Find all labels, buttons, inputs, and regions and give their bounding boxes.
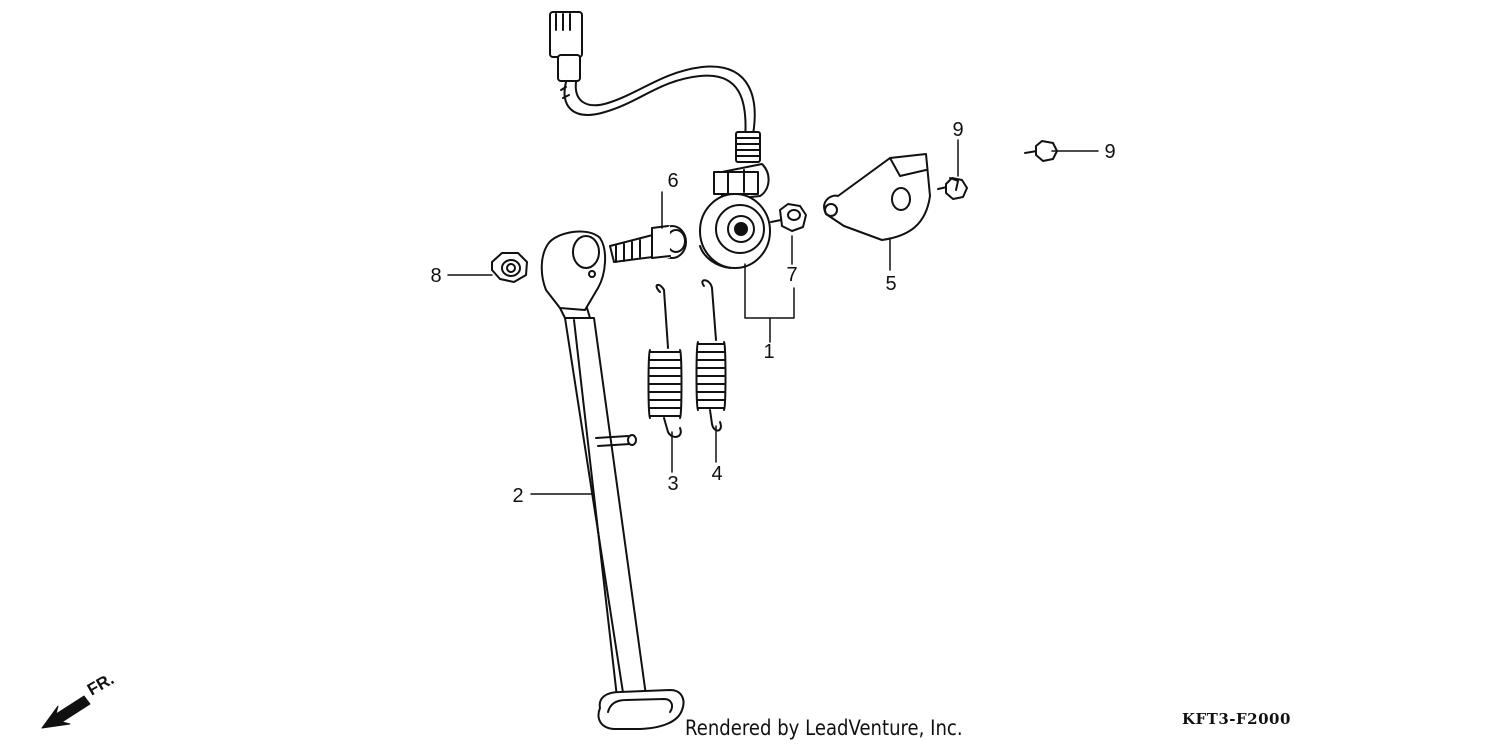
callout-7: 7 [786,264,798,286]
switch-cover-5 [823,153,931,241]
callout-9-top: 9 [952,119,964,141]
washer-7 [770,203,807,232]
spring-3 [647,284,683,438]
spring-4 [695,279,727,432]
diagram-code: KFT3-F2000 [1182,710,1291,728]
pivot-bolt-6 [609,225,687,263]
callout-4: 4 [711,463,723,485]
callout-8: 8 [430,265,442,287]
leader-lines [447,139,1099,495]
callout-6: 6 [667,170,679,192]
switch-wire-harness [549,11,761,163]
side-stand-2 [540,230,685,730]
callout-9-right: 9 [1104,141,1116,163]
bolt-9-middle [937,177,968,200]
render-credit: Rendered by LeadVenture, Inc. [685,716,963,740]
callout-1: 1 [763,341,775,363]
front-direction-arrow [41,695,91,729]
side-stand-switch [699,163,771,269]
callout-2: 2 [512,485,524,507]
bolt-9-right [1024,140,1058,162]
callout-3: 3 [667,473,679,495]
nut-8 [491,252,528,283]
callout-5: 5 [885,273,897,295]
